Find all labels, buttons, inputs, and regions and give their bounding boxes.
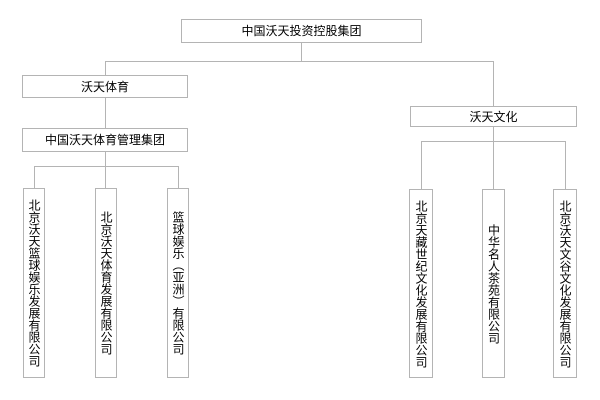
node-sports-division: 沃天体育 xyxy=(22,75,188,98)
node-holding-group: 中国沃天投资控股集团 xyxy=(181,19,422,43)
connector-line xyxy=(565,141,566,189)
node-culture-company-3-label: 北京沃天文谷文化发展有限公司 xyxy=(558,199,572,368)
node-sports-company-3-label: 篮球娱乐（亚洲）有限公司 xyxy=(171,211,185,355)
node-culture-company-2-label: 中华名人茶苑有限公司 xyxy=(486,223,501,344)
connector-line xyxy=(34,166,179,167)
node-culture-company-3: 北京沃天文谷文化发展有限公司 xyxy=(553,189,577,378)
connector-line xyxy=(34,166,35,188)
connector-line xyxy=(421,141,422,189)
connector-line xyxy=(105,61,106,75)
node-culture-company-1-label: 北京天藏世纪文化发展有限公司 xyxy=(414,199,428,368)
node-sports-management-group: 中国沃天体育管理集团 xyxy=(22,128,188,152)
node-sports-company-3: 篮球娱乐（亚洲）有限公司 xyxy=(167,188,189,378)
connector-line xyxy=(105,61,494,62)
node-culture-company-2: 中华名人茶苑有限公司 xyxy=(482,189,505,378)
node-sports-management-group-label: 中国沃天体育管理集团 xyxy=(44,133,165,147)
connector-line xyxy=(493,61,494,106)
connector-line xyxy=(493,141,494,189)
node-holding-group-label: 中国沃天投资控股集团 xyxy=(241,24,362,38)
node-culture-division: 沃天文化 xyxy=(410,106,577,127)
connector-line xyxy=(105,98,106,128)
connector-line xyxy=(493,127,494,141)
node-sports-company-1: 北京沃天篮球娱乐发展有限公司 xyxy=(23,188,45,378)
node-culture-division-label: 沃天文化 xyxy=(469,109,518,124)
connector-line xyxy=(105,166,106,188)
node-sports-company-2: 北京沃天体育发展有限公司 xyxy=(95,188,117,378)
connector-line xyxy=(105,152,106,166)
node-culture-company-1: 北京天藏世纪文化发展有限公司 xyxy=(409,189,433,378)
connector-line xyxy=(301,43,302,61)
connector-line xyxy=(178,166,179,188)
node-sports-company-1-label: 北京沃天篮球娱乐发展有限公司 xyxy=(27,199,41,367)
node-sports-division-label: 沃天体育 xyxy=(80,79,129,94)
node-sports-company-2-label: 北京沃天体育发展有限公司 xyxy=(99,211,113,355)
